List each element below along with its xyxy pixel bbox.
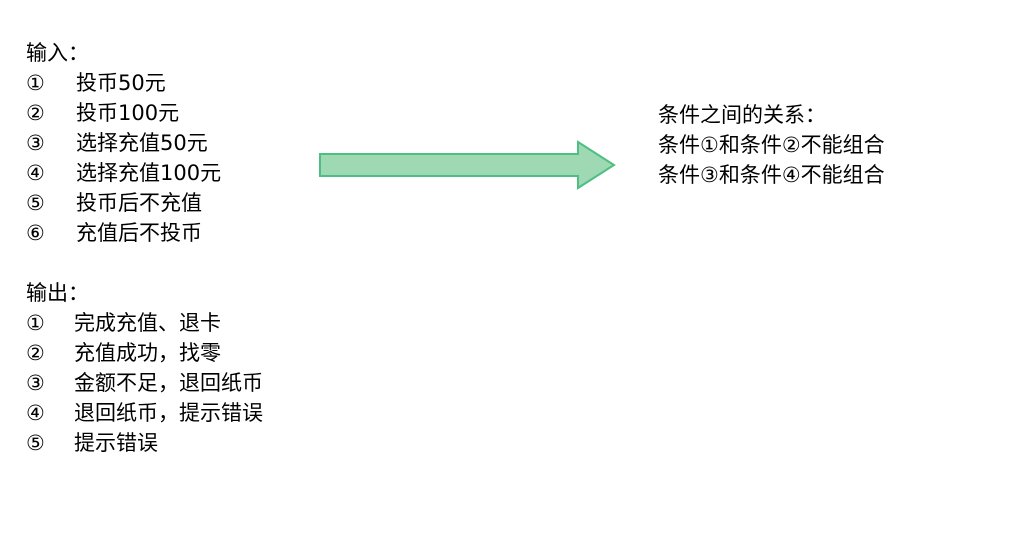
- list-item: ② 充值成功，找零: [26, 338, 263, 368]
- list-item: ③ 金额不足，退回纸币: [26, 368, 263, 398]
- list-item-label: 投币100元: [76, 101, 180, 125]
- list-item-label: 选择充值100元: [76, 161, 222, 185]
- list-item-label: 金额不足，退回纸币: [74, 371, 263, 395]
- list-item-label: 投币50元: [76, 71, 166, 95]
- list-item: ③ 选择充值50元: [26, 128, 221, 158]
- list-marker-icon: ②: [26, 341, 45, 365]
- relations-line: 条件①和条件②不能组合: [658, 133, 885, 157]
- output-heading: 输出：: [26, 281, 89, 305]
- list-marker-icon: ⑤: [26, 431, 45, 455]
- list-marker-icon: ④: [26, 161, 45, 185]
- list-marker-icon: ①: [26, 71, 45, 95]
- list-item: ⑥ 充值后不投币: [26, 218, 221, 248]
- input-heading: 输入：: [26, 41, 89, 65]
- list-item: ④ 退回纸币，提示错误: [26, 398, 263, 428]
- list-marker-icon: ③: [26, 371, 45, 395]
- list-item: ④ 选择充值100元: [26, 158, 221, 188]
- list-marker-icon: ⑤: [26, 191, 45, 215]
- list-item-label: 投币后不充值: [76, 191, 202, 215]
- list-item: ② 投币100元: [26, 98, 221, 128]
- output-list: ① 完成充值、退卡 ② 充值成功，找零 ③ 金额不足，退回纸币 ④ 退回纸币，提…: [26, 308, 263, 458]
- relations-section: 条件之间的关系： 条件①和条件②不能组合 条件③和条件④不能组合: [658, 100, 885, 190]
- output-section: 输出： ① 完成充值、退卡 ② 充值成功，找零 ③ 金额不足，退回纸币 ④ 退回…: [26, 278, 263, 458]
- list-item-label: 提示错误: [74, 431, 158, 455]
- list-item-label: 充值后不投币: [76, 221, 202, 245]
- list-item: ① 完成充值、退卡: [26, 308, 263, 338]
- arrow-shape: [319, 140, 616, 190]
- relations-line: 条件③和条件④不能组合: [658, 163, 885, 187]
- list-item-label: 退回纸币，提示错误: [74, 401, 263, 425]
- list-marker-icon: ⑥: [26, 221, 45, 245]
- list-item: ⑤ 提示错误: [26, 428, 263, 458]
- list-item-label: 选择充值50元: [76, 131, 208, 155]
- list-marker-icon: ①: [26, 311, 45, 335]
- right-arrow-icon: [316, 138, 618, 192]
- input-list: ① 投币50元 ② 投币100元 ③ 选择充值50元 ④ 选择充值100元 ⑤ …: [26, 68, 221, 248]
- list-marker-icon: ③: [26, 131, 45, 155]
- list-item: ⑤ 投币后不充值: [26, 188, 221, 218]
- list-item: ① 投币50元: [26, 68, 221, 98]
- relations-heading: 条件之间的关系：: [658, 103, 826, 127]
- list-marker-icon: ②: [26, 101, 45, 125]
- input-section: 输入： ① 投币50元 ② 投币100元 ③ 选择充值50元 ④ 选择充值100…: [26, 38, 221, 248]
- list-marker-icon: ④: [26, 401, 45, 425]
- list-item-label: 充值成功，找零: [74, 341, 221, 365]
- list-item-label: 完成充值、退卡: [74, 311, 221, 335]
